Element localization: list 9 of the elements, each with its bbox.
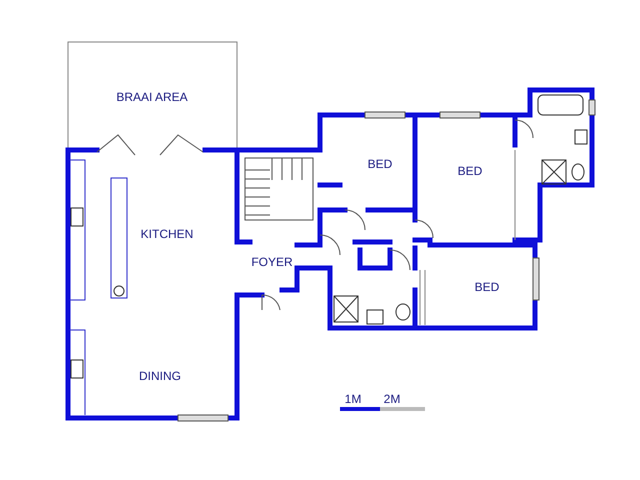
room-label: KITCHEN [140,227,194,241]
scale-label: 2M [384,392,400,406]
room-label: DINING [139,369,181,383]
room-label: FOYER [251,255,293,269]
room-label: BED [458,164,482,178]
room-label: BRAAI AREA [116,90,188,104]
room-label: BED [474,280,500,294]
scale-label: 1M [344,392,362,406]
room-label: BED [368,157,392,171]
